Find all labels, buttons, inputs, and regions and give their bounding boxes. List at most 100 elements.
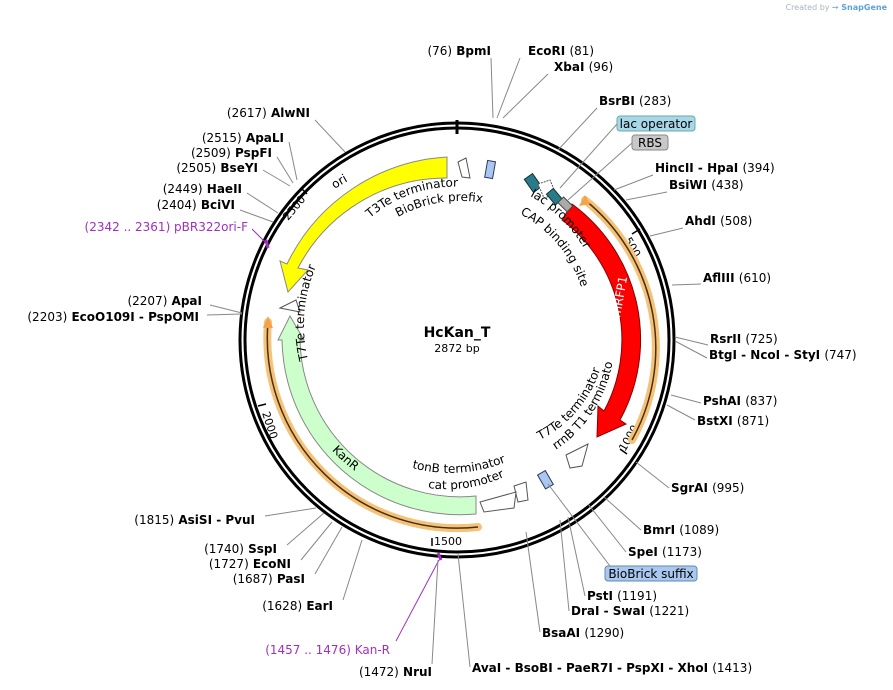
tonb-arrow-icon (513, 481, 529, 503)
site-label-apai: (2207) ApaI (127, 294, 202, 308)
plasmid-name: HcKan_T (424, 325, 491, 341)
site-label-btgi: BtgI - NcoI - StyI (747) (709, 348, 857, 362)
site-leader-line (246, 192, 279, 214)
site-leader-line (342, 539, 363, 601)
orf-line-mrfp1 (584, 199, 657, 441)
site-label-pspfi: (2509) PspFI (191, 146, 272, 160)
site-label-avai: AvaI - BsoBI - PaeR7I - PspXI - XhoI (14… (472, 661, 752, 675)
ori-feature (279, 156, 448, 294)
site-leader-line (276, 156, 294, 184)
tick-mark (619, 448, 628, 455)
primer-line (251, 228, 267, 244)
site-label-apali: (2515) ApaLI (202, 131, 284, 145)
site-label-psti: PstI (1191) (587, 589, 657, 603)
rbs-callout-box (631, 134, 669, 151)
site-label-bpmi: (76) BpmI (427, 44, 491, 58)
site-leader-line (209, 304, 243, 314)
lac-operator-callout: lac operator (620, 117, 693, 131)
site-label-spei: SpeI (1173) (628, 545, 702, 559)
site-label-bseyi: (2505) BseYI (176, 161, 258, 175)
site-label-eari: (1628) EarI (262, 599, 333, 613)
tick-mark (257, 403, 267, 407)
site-line (559, 123, 618, 189)
site-label-econi: (1727) EcoNI (209, 557, 291, 571)
site-leader-line (649, 227, 684, 237)
site-leader-line (635, 461, 670, 489)
site-leader-line (314, 526, 343, 575)
snapgene-credit: Created by ➙ SnapGene (785, 3, 887, 12)
site-leader-line (666, 404, 696, 421)
site-label-xbai: XbaI (96) (554, 60, 613, 74)
site-leader-line (674, 340, 708, 359)
orf-line-kanr (266, 321, 479, 529)
site-line (567, 142, 633, 201)
t7te-right-arrow-icon (565, 443, 589, 469)
primer-mark-pbr322ori-f (264, 239, 270, 249)
ori-label: ori (329, 171, 350, 191)
site-label-alwni: (2617) AlwNI (227, 106, 310, 120)
site-label-bstxi: BstXI (871) (697, 414, 769, 428)
snapgene-logo-icon: ➙ (832, 3, 839, 12)
site-label-haeii: (2449) HaeII (163, 182, 242, 196)
biobrick-suffix-callout-box (604, 565, 698, 582)
biobrick-prefix-box (484, 159, 497, 180)
t3te-arrow-icon (457, 157, 471, 179)
site-leader-line (300, 521, 333, 561)
site-leader-line (525, 531, 541, 633)
lac-operator-box (523, 172, 543, 194)
site-leader-line (314, 119, 346, 153)
lac-operator-callout-box (616, 115, 696, 132)
tick-mark (631, 228, 641, 235)
site-leader-line (288, 141, 298, 181)
primer-mark-kan-r (436, 552, 443, 561)
site-leader-line (502, 73, 549, 119)
site-label-pshai: PshAI (837) (703, 394, 777, 408)
restriction-sites: (76) BpmI EcoRI (81) XbaI (96) BsrBI (283) H… (27, 44, 856, 679)
site-label-hincii: HincII - HpaI (394) (655, 161, 775, 175)
site-label-bmri: BmrI (1089) (643, 523, 719, 537)
site-label-bsrbi: BsrBI (283) (599, 94, 671, 108)
site-label-bsiwi: BsiWI (438) (669, 178, 744, 192)
site-label-afliii: AflIII (610) (703, 271, 771, 285)
primer-line (395, 559, 440, 642)
tick-1500: 1500 (434, 535, 462, 548)
site-label-drai: DraI - SwaI (1221) (571, 604, 689, 618)
site-label-ecoo109i: (2203) EcoO109I - PspOMI (27, 310, 199, 324)
site-leader-line (670, 394, 702, 404)
site-leader-line (674, 336, 709, 346)
site-leader-line (625, 191, 668, 201)
plasmid-length: 2872 bp (434, 342, 479, 355)
site-leader-line (431, 559, 439, 665)
site-leader-line (587, 503, 627, 553)
site-label-ahdi: AhdI (508) (685, 214, 752, 228)
orf-arrow-kanr (263, 316, 273, 328)
site-leader-line (496, 57, 521, 119)
site-label-ecori: EcoRI (81) (528, 44, 594, 58)
site-label-bcivi: (2404) BciVI (157, 198, 235, 212)
cat-promoter-arrow-icon (479, 491, 517, 513)
biobrick-suffix-box (536, 469, 555, 490)
rbs-box (557, 196, 574, 213)
site-leader-line (239, 209, 274, 223)
primer-label-kan-r: (1457 .. 1476) Kan-R (265, 643, 390, 657)
credit-brand: SnapGene (841, 3, 887, 12)
kanr-feature (277, 314, 477, 516)
site-label-rsrii: RsrII (725) (710, 332, 778, 346)
site-leader-line (457, 553, 471, 668)
site-label-sgrai: SgrAI (995) (671, 481, 744, 495)
site-label-nrui: (1472) NruI (359, 665, 432, 679)
rbs-callout: RBS (638, 136, 662, 150)
site-leader-line (613, 174, 654, 191)
site-leader-line (262, 169, 291, 187)
site-label-sspi: (1740) SspI (204, 542, 277, 556)
primer-label-pbr322ori-f: (2342 .. 2361) pBR322ori-F (85, 220, 249, 234)
site-leader-line (264, 507, 317, 517)
credit-prefix: Created by (785, 3, 830, 12)
site-leader-line (206, 313, 243, 316)
site-leader-line (490, 57, 494, 119)
site-label-asisi: (1815) AsiSI - PvuI (134, 513, 255, 527)
t7te-left-arrow-icon (278, 299, 301, 313)
site-leader-line (567, 516, 586, 597)
biobrick-suffix-callout: BioBrick suffix (608, 567, 693, 581)
